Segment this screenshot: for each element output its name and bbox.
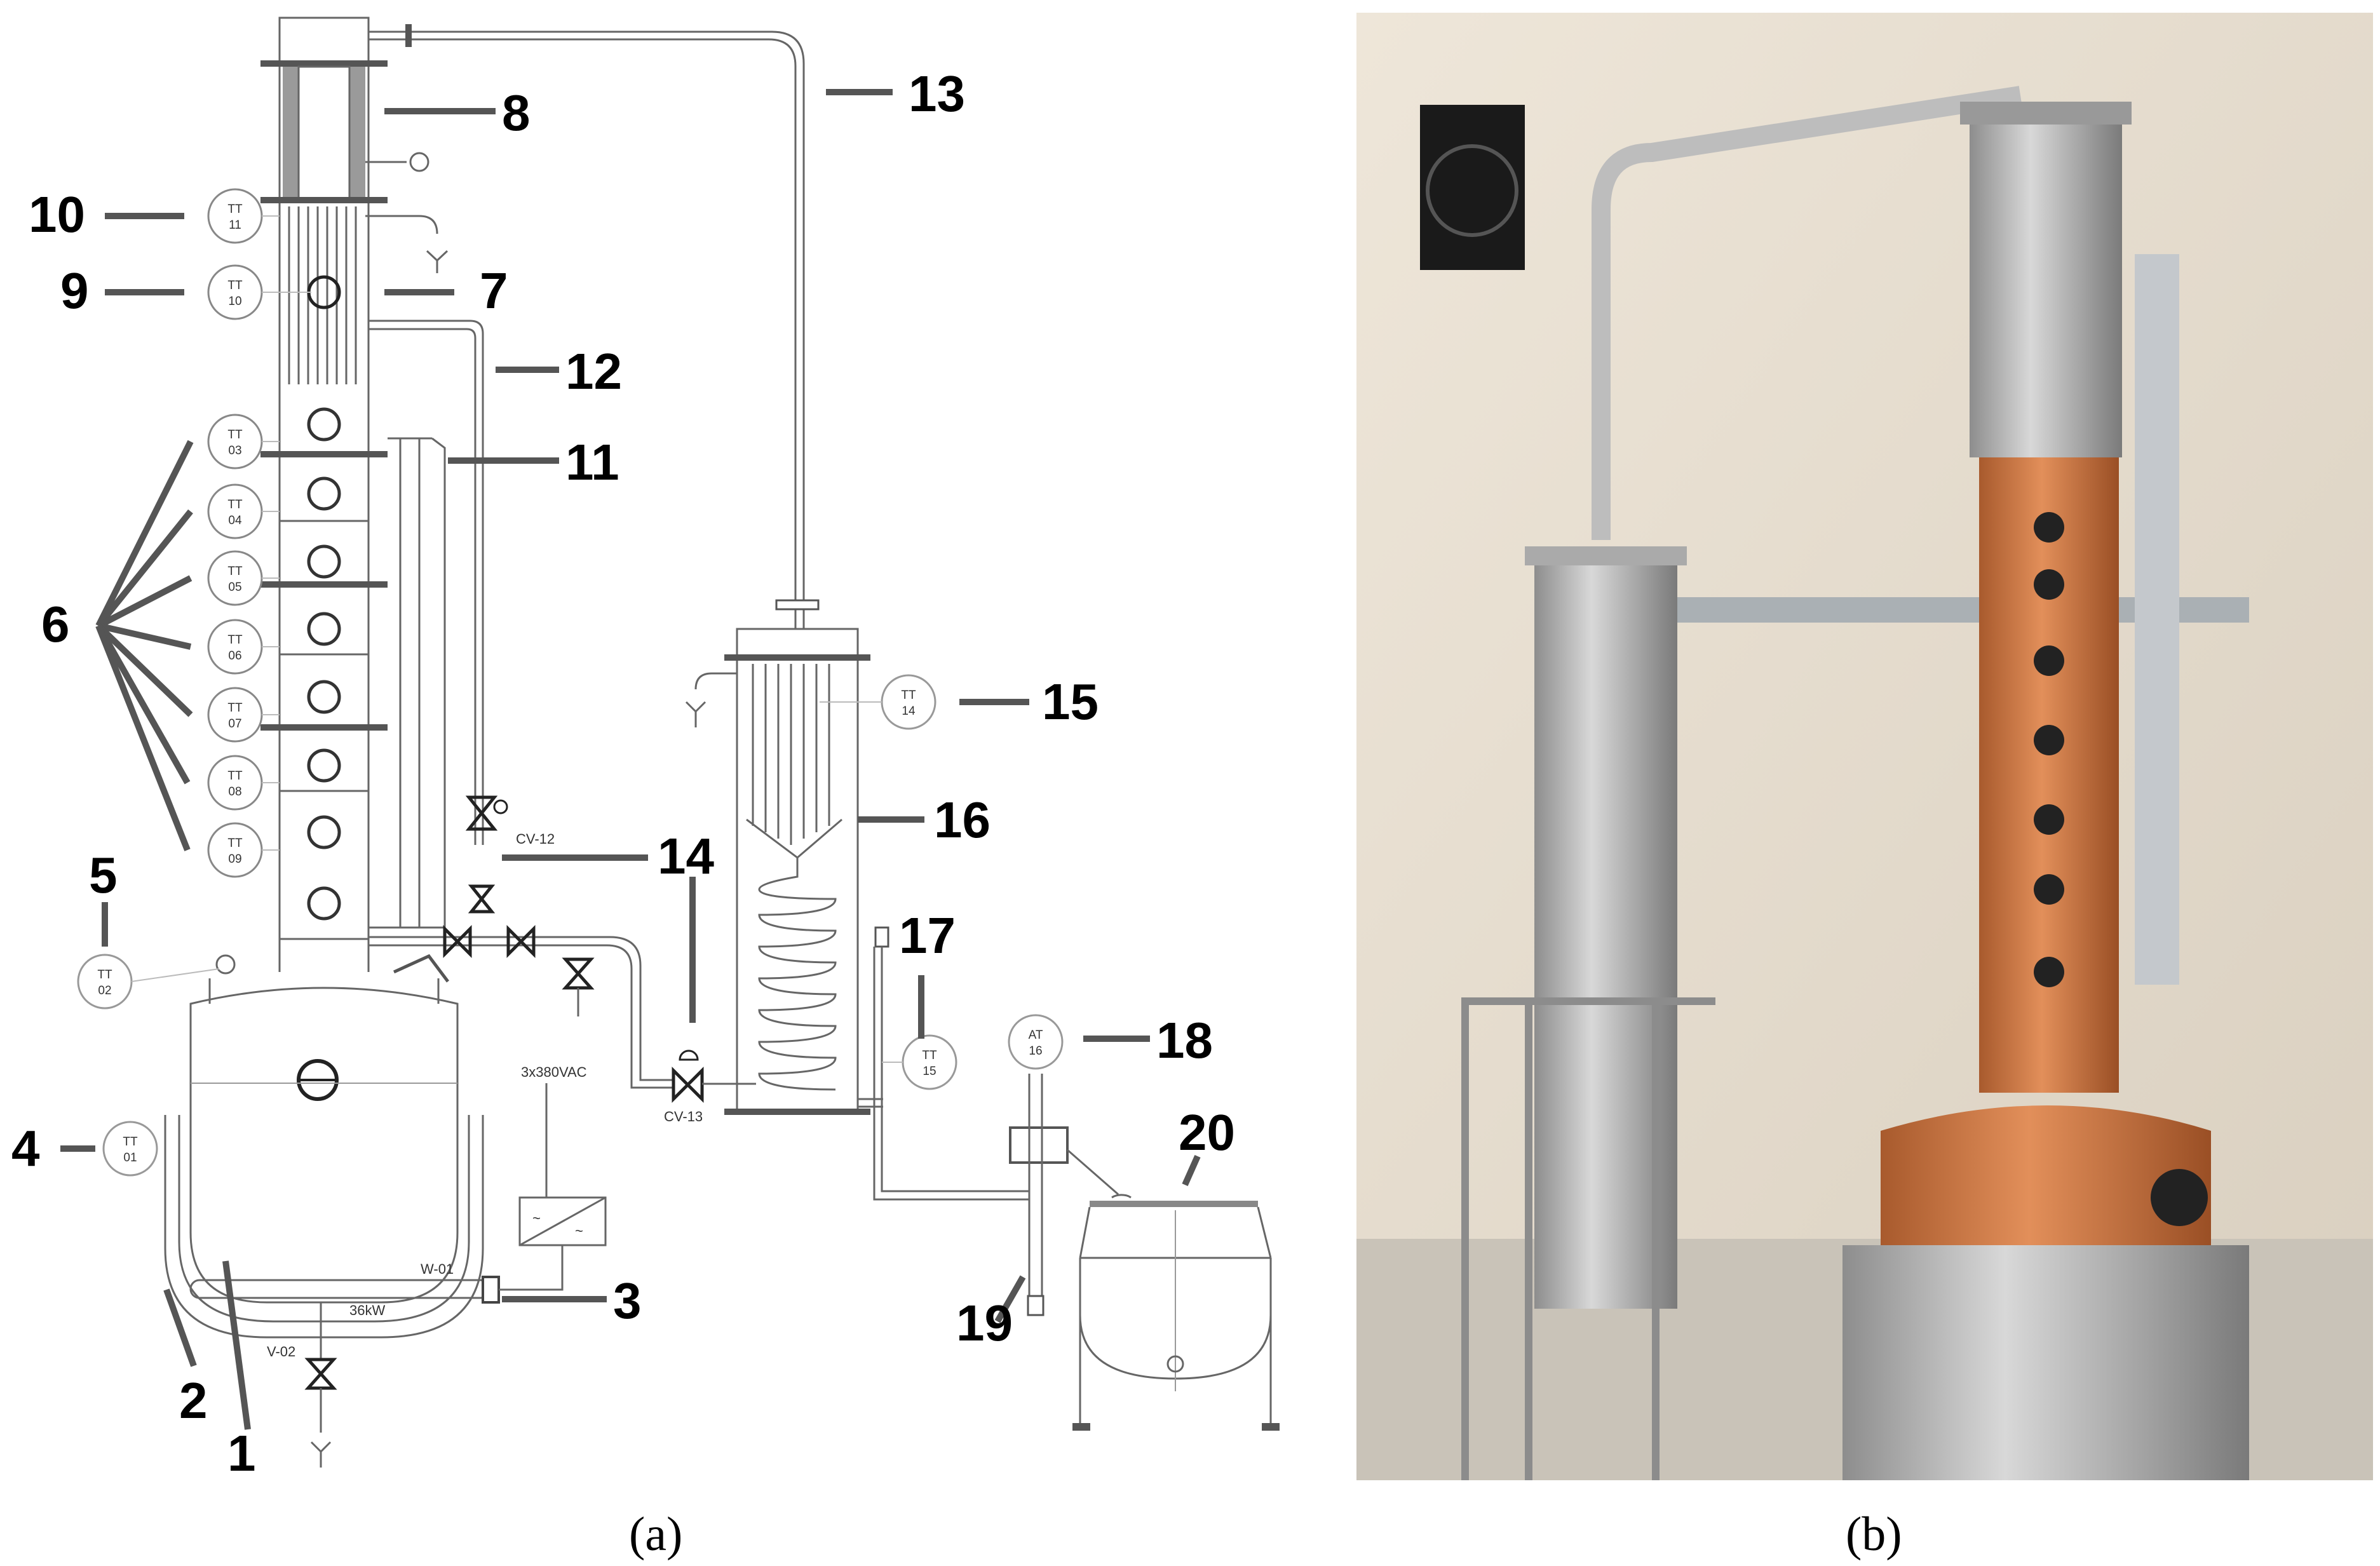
photo-jacket: [1842, 1245, 2249, 1480]
svg-text:TT: TT: [922, 1049, 937, 1062]
instrument-tt03: TT 03: [207, 414, 280, 469]
callout-18: 18: [1156, 1012, 1213, 1069]
callout-16: 16: [934, 792, 991, 848]
svg-text:TT: TT: [227, 498, 243, 511]
svg-text:TT: TT: [227, 837, 243, 850]
supply-label: 3x380VAC: [521, 1064, 587, 1080]
svg-text:AT: AT: [1029, 1029, 1043, 1042]
callout-3: 3: [613, 1272, 642, 1329]
panel-b-photo: (b): [1356, 13, 2373, 1561]
svg-text:TT: TT: [227, 428, 243, 442]
instrument-tt04: TT 04: [207, 483, 280, 539]
product-condenser: [724, 599, 883, 1115]
instrument-tt06: TT 06: [207, 619, 280, 675]
callout-6: 6: [41, 596, 70, 652]
svg-text:TT: TT: [227, 769, 243, 783]
svg-text:16: 16: [1029, 1044, 1042, 1058]
callout-1: 1: [227, 1425, 256, 1482]
callout-12: 12: [565, 343, 622, 400]
svg-text:14: 14: [902, 705, 916, 718]
control-valve-cv13: [672, 1050, 704, 1104]
photo-column-steel: [1970, 102, 2122, 457]
svg-text:10: 10: [228, 295, 241, 308]
svg-text:06: 06: [228, 649, 241, 663]
dephlegmator-tubes: [288, 206, 357, 384]
svg-text:TT: TT: [123, 1135, 138, 1149]
control-valve-cv12: [465, 795, 508, 831]
svg-text:01: 01: [123, 1151, 137, 1164]
callout-2: 2: [179, 1372, 208, 1429]
power-label: 36kW: [349, 1302, 385, 1318]
svg-text:~: ~: [532, 1210, 541, 1226]
cv12-label: CV-12: [516, 831, 555, 847]
callout-8: 8: [502, 84, 531, 141]
svg-text:08: 08: [228, 785, 241, 799]
photo-column-copper: [1979, 457, 2119, 1093]
svg-text:15: 15: [923, 1065, 936, 1078]
svg-text:TT: TT: [901, 689, 916, 702]
reflux-pipe: [368, 320, 484, 845]
boiler-pot: [189, 954, 459, 1304]
instrument-tt02: TT 02: [77, 954, 220, 1009]
instrument-tt05: TT 05: [207, 550, 280, 606]
svg-text:TT: TT: [97, 968, 112, 982]
heating-jacket: [164, 1115, 484, 1339]
callout-numbers: 8 10 9 7 12 11 13 6 14 15 16 17 18 20 19…: [11, 65, 1235, 1482]
callout-11: 11: [565, 434, 619, 490]
wall-fan: [1420, 105, 1525, 270]
drain-valve-v02: [304, 1358, 337, 1390]
callout-10: 10: [29, 186, 85, 243]
receiver-tank: [1072, 1194, 1280, 1431]
instrument-tt07: TT 07: [207, 687, 280, 743]
callout-15: 15: [1042, 673, 1099, 730]
panel-a-schematic: CV-12 CV-13: [11, 17, 1280, 1561]
svg-text:TT: TT: [227, 701, 243, 715]
distillation-column: [260, 17, 446, 940]
w01-label: W-01: [421, 1261, 454, 1277]
callout-7: 7: [480, 262, 508, 319]
svg-text:04: 04: [228, 514, 242, 527]
svg-text:TT: TT: [227, 279, 243, 292]
photo-boiler: [1881, 1105, 2211, 1258]
callout-13: 13: [909, 65, 965, 122]
instrument-tt15: TT 15: [882, 1034, 957, 1090]
svg-text:11: 11: [229, 219, 241, 232]
callout-leaders: [60, 89, 1201, 1430]
vapor-pipe: [368, 30, 805, 629]
callout-5: 5: [89, 847, 118, 903]
instrument-tt08: TT 08: [207, 755, 280, 811]
instrument-tt10: TT 10: [207, 264, 311, 320]
instrument-tt01: TT 01: [102, 1121, 158, 1177]
callout-4: 4: [11, 1120, 40, 1177]
callout-14: 14: [658, 828, 714, 884]
v02-label: V-02: [267, 1344, 295, 1360]
svg-text:03: 03: [228, 444, 241, 457]
cooling-coil: [758, 858, 837, 1091]
spirit-parrot: [1009, 1074, 1119, 1316]
caption-a: (a): [629, 1508, 682, 1561]
heating-element: [189, 1279, 490, 1299]
sight-glass-dephlegmator: [307, 275, 341, 309]
svg-text:TT: TT: [227, 203, 243, 216]
callout-17: 17: [899, 907, 956, 964]
svg-text:09: 09: [228, 853, 241, 866]
svg-text:07: 07: [228, 717, 241, 731]
cv13-label: CV-13: [664, 1109, 703, 1124]
instrument-tt14: TT 14: [820, 674, 936, 730]
instrument-at16: AT 16: [1008, 1014, 1064, 1070]
svg-text:~: ~: [575, 1223, 583, 1239]
callout-20: 20: [1179, 1104, 1235, 1161]
svg-text:TT: TT: [227, 633, 243, 647]
svg-text:TT: TT: [227, 565, 243, 578]
callout-9: 9: [60, 262, 89, 319]
svg-text:05: 05: [228, 581, 241, 594]
svg-text:02: 02: [98, 984, 111, 997]
plate-sight-glasses: [307, 407, 341, 921]
instrument-tt09: TT 09: [207, 822, 280, 878]
caption-b: (b): [1846, 1508, 1902, 1561]
callout-19: 19: [956, 1295, 1013, 1351]
instrument-tt11: TT 11: [207, 188, 280, 244]
